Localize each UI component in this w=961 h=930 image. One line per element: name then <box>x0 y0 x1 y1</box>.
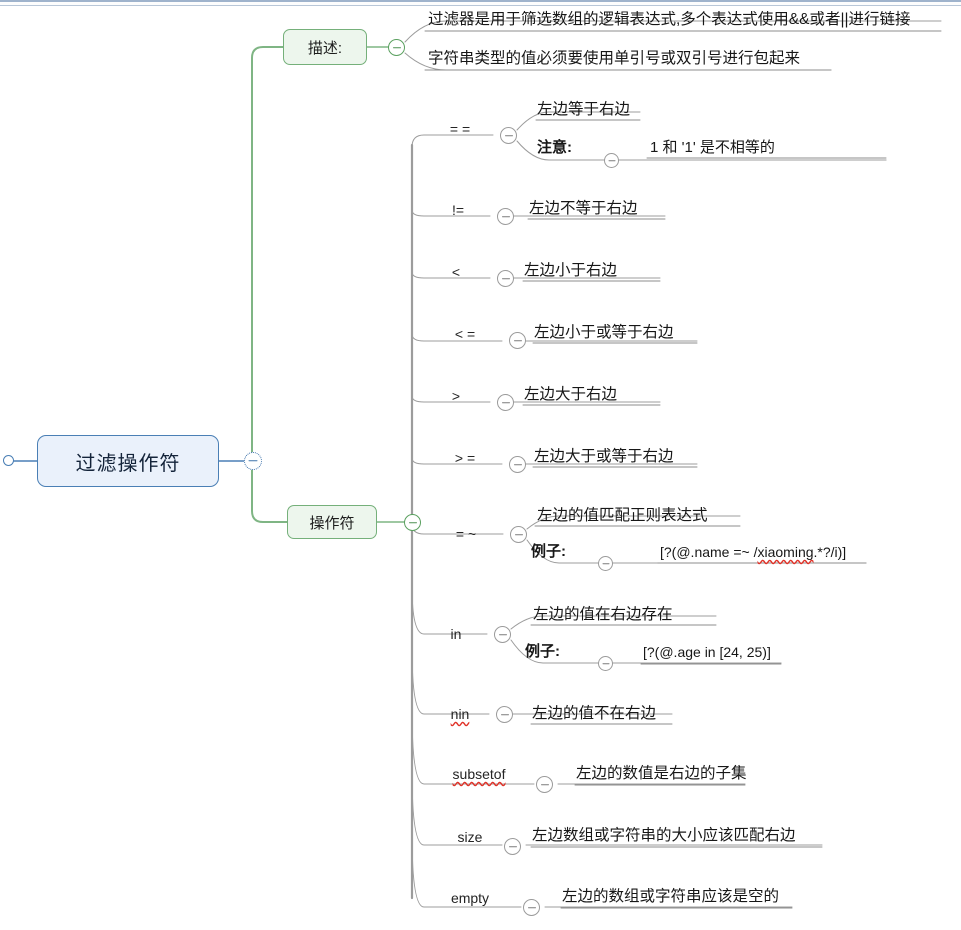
branch-label-description: 描述: <box>307 39 343 57</box>
operator-toggle-9[interactable] <box>536 776 553 793</box>
operator-toggle-5[interactable] <box>509 456 526 473</box>
minus-icon <box>501 277 510 280</box>
operator-label-0: = = <box>449 121 471 137</box>
operator-desc-10: 左边数组或字符串的大小应该匹配右边 <box>532 827 796 844</box>
minus-icon <box>500 713 509 716</box>
operator-toggle-10[interactable] <box>504 838 521 855</box>
operator-note-label-0: 注意: <box>537 139 572 156</box>
branch-label-operators: 操作符 <box>309 514 355 532</box>
regex-suffix: .*?/i)] <box>813 544 847 560</box>
minus-icon <box>498 633 507 636</box>
root-left-connector-dot[interactable] <box>3 455 14 466</box>
operator-label-10: size <box>457 829 483 845</box>
operator-note-toggle-6[interactable] <box>598 556 613 571</box>
description-item-0: 过滤器是用于筛选数组的逻辑表达式,多个表达式使用&&或者||进行链接 <box>428 11 911 28</box>
operator-desc-11: 左边的数组或字符串应该是空的 <box>562 888 780 905</box>
operator-toggle-3[interactable] <box>509 332 526 349</box>
operator-label-5: > = <box>454 450 476 466</box>
operator-toggle-1[interactable] <box>497 208 514 225</box>
operator-toggle-0[interactable] <box>500 127 517 144</box>
operator-desc-6: 左边的值匹配正则表达式 <box>537 507 708 524</box>
branch-node-operators[interactable]: 操作符 <box>287 505 377 539</box>
operator-label-6: = ~ <box>455 526 477 542</box>
operator-note-label-6: 例子: <box>531 543 566 560</box>
operator-toggle-2[interactable] <box>497 270 514 287</box>
operator-note-toggle-0[interactable] <box>604 153 619 168</box>
operator-toggle-6[interactable] <box>510 526 527 543</box>
regex-prefix: [?(@.name =~ / <box>660 544 758 560</box>
operator-label-3: < = <box>454 326 476 342</box>
operator-desc-9: 左边的数值是右边的子集 <box>576 765 747 782</box>
minus-icon <box>392 46 401 49</box>
minus-icon <box>602 562 609 565</box>
root-collapse-toggle[interactable] <box>244 452 262 470</box>
window-top-border <box>0 0 961 6</box>
root-node-label: 过滤操作符 <box>75 452 181 475</box>
minus-icon <box>527 906 536 909</box>
operator-toggle-4[interactable] <box>497 394 514 411</box>
minus-icon <box>508 845 517 848</box>
operator-desc-5: 左边大于或等于右边 <box>534 448 674 465</box>
minus-icon <box>501 401 510 404</box>
description-item-1: 字符串类型的值必须要使用单引号或双引号进行包起来 <box>428 50 801 67</box>
root-node[interactable]: 过滤操作符 <box>37 435 219 487</box>
operator-toggle-8[interactable] <box>496 706 513 723</box>
operator-desc-7: 左边的值在右边存在 <box>533 606 673 623</box>
minus-icon <box>514 533 523 536</box>
operator-toggle-7[interactable] <box>494 626 511 643</box>
operator-label-2: < <box>451 264 461 280</box>
operator-label-11: empty <box>450 890 490 906</box>
minus-icon <box>608 159 615 162</box>
operator-note-toggle-7[interactable] <box>598 656 613 671</box>
minus-icon <box>513 463 522 466</box>
minus-icon <box>513 339 522 342</box>
minus-icon <box>248 460 258 462</box>
operator-note-label-7: 例子: <box>525 643 560 660</box>
branch-node-description[interactable]: 描述: <box>283 29 367 65</box>
operator-note-value-7: [?(@.age in [24, 25)] <box>643 644 771 660</box>
operator-label-4: > <box>451 388 461 404</box>
operator-note-value-0: 1 和 '1' 是不相等的 <box>650 139 775 156</box>
operator-desc-4: 左边大于右边 <box>524 386 618 403</box>
minus-icon <box>602 662 609 665</box>
operator-note-value-6: [?(@.name =~ /xiaoming.*?/i)] <box>660 545 846 559</box>
minus-icon <box>540 783 549 786</box>
operator-label-7: in <box>450 626 462 642</box>
minus-icon <box>501 215 510 218</box>
operator-label-1: != <box>451 202 465 218</box>
operator-label-9: subsetof <box>452 766 506 782</box>
operator-toggle-11[interactable] <box>523 899 540 916</box>
operators-collapse-toggle[interactable] <box>404 514 421 531</box>
description-collapse-toggle[interactable] <box>388 39 405 56</box>
operator-desc-1: 左边不等于右边 <box>529 200 638 217</box>
operator-desc-2: 左边小于右边 <box>524 262 618 279</box>
minus-icon <box>408 521 417 524</box>
operator-desc-8: 左边的值不在右边 <box>532 705 657 722</box>
operator-desc-0: 左边等于右边 <box>537 101 631 118</box>
regex-spellchecked-word: xiaoming <box>757 544 814 560</box>
operator-desc-3: 左边小于或等于右边 <box>534 324 674 341</box>
operator-label-8: nin <box>450 706 470 722</box>
minus-icon <box>504 134 513 137</box>
